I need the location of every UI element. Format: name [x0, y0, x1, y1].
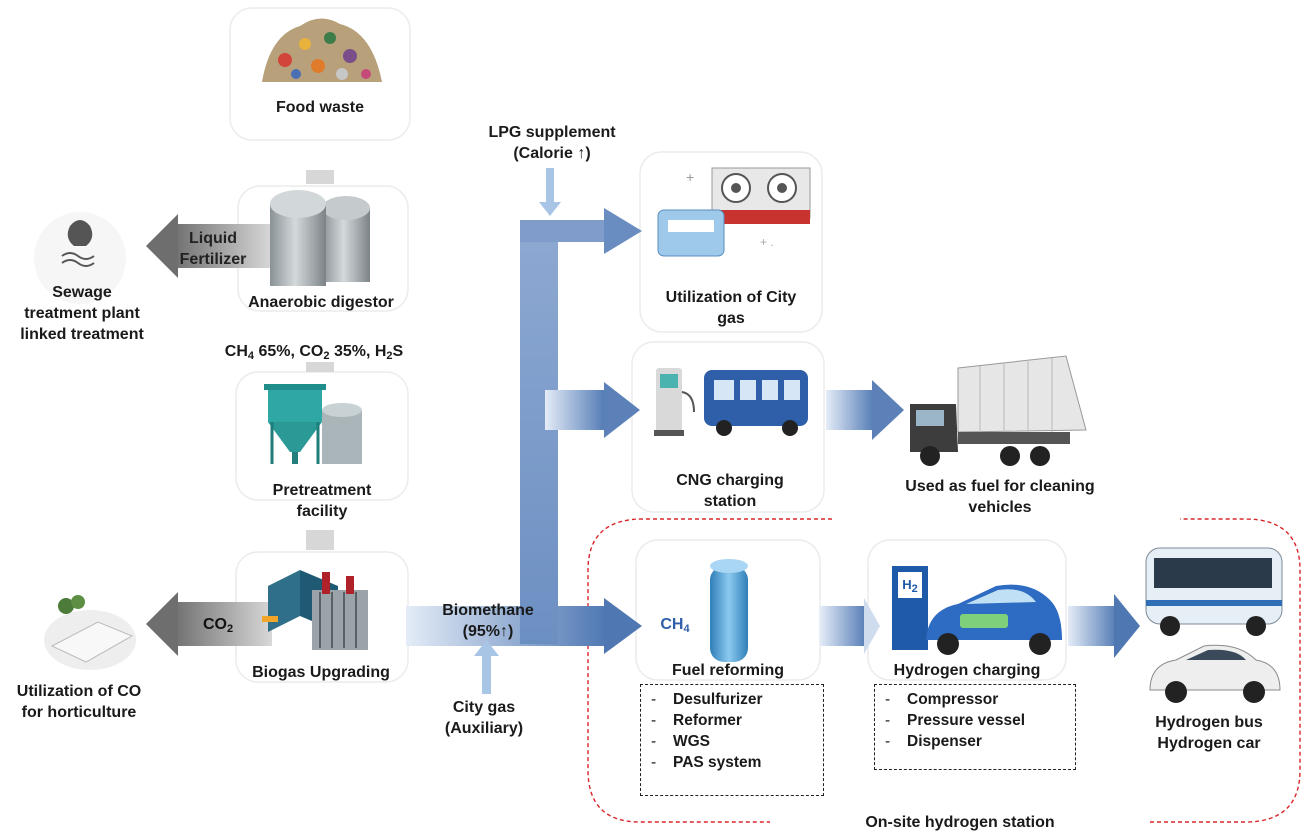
upgrading-unit-icon	[262, 570, 368, 650]
anaerobic-digestor-label: Anaerobic digestor	[248, 294, 394, 311]
pretreatment-line1: Pretreatment	[272, 482, 372, 499]
lpg-line2: (Calorie ↑)	[513, 145, 591, 162]
lpg-line1: LPG supplement	[488, 124, 616, 141]
gas-composition-label: CH4 65%, CO2 35%, H2S	[224, 343, 404, 362]
liquid-fertilizer-arrow	[146, 214, 272, 278]
food-waste-label: Food waste	[275, 99, 364, 116]
hydrogen-charging-components: Compressor Pressure vessel Dispenser	[874, 684, 1076, 770]
pretreatment-label: Pretreatment facility	[236, 480, 408, 522]
biomethane-label: Biomethane (95%↑)	[428, 600, 548, 642]
horticulture-label: Utilization of CO for horticulture	[4, 681, 154, 723]
cng-to-truck-arrow	[826, 380, 904, 440]
city-gas-util-line1: Utilization of City	[665, 289, 797, 306]
reform-to-charging-arrow	[820, 598, 880, 654]
lpg-supplement-label: LPG supplement (Calorie ↑)	[462, 122, 642, 164]
co2-arrow-label: CO2	[202, 616, 234, 635]
cleaning-line2: vehicles	[968, 499, 1032, 516]
biogas-upgrading-label: Biogas Upgrading	[252, 664, 390, 681]
city-gas-aux-line2: (Auxiliary)	[444, 720, 524, 737]
cng-station-label: CNG charging station	[640, 470, 820, 512]
liquid-fertilizer-label: Liquid Fertilizer	[176, 228, 250, 270]
h2-dispenser-icon	[892, 566, 928, 650]
list-item: Compressor	[885, 689, 1075, 710]
hydrogen-vehicles-line1: Hydrogen bus	[1155, 714, 1263, 731]
sewage-line3: linked treatment	[20, 326, 144, 343]
pretreatment-icon	[264, 384, 362, 464]
hydrogen-suv-icon	[1149, 644, 1281, 703]
reformer-vessel-icon	[710, 559, 748, 662]
hydrogen-charging-title: Hydrogen charging	[893, 662, 1041, 679]
list-item: Desulfurizer	[651, 689, 823, 710]
cng-line1: CNG charging	[676, 472, 784, 489]
lpg-arrow	[539, 168, 561, 216]
cleaning-line1: Used as fuel for cleaning	[905, 478, 1095, 495]
liquid-fertilizer-line1: Liquid	[189, 230, 237, 247]
cleaning-truck-icon	[910, 355, 1087, 466]
city-gas-arrow	[474, 640, 499, 694]
biomethane-line2: (95%↑)	[462, 623, 514, 640]
fuel-reforming-components: Desulfurizer Reformer WGS PAS system	[640, 684, 824, 796]
co2-arrow	[146, 592, 272, 656]
reformer-input-label: CH4	[660, 616, 690, 635]
svg-text:+: +	[686, 169, 694, 185]
sewage-plant-icon	[34, 212, 126, 304]
cng-station-icon	[654, 368, 695, 436]
horticulture-line1: Utilization of CO	[16, 683, 142, 700]
city-gas-aux-line1: City gas	[452, 699, 516, 716]
horticulture-line2: for horticulture	[21, 704, 137, 721]
cng-line2: station	[703, 493, 757, 510]
list-item: Dispenser	[885, 731, 1075, 752]
food-waste-icon	[262, 18, 382, 82]
svg-text:+ .: + .	[760, 235, 774, 249]
stage-connectors	[306, 170, 334, 550]
list-item: WGS	[651, 731, 823, 752]
hydrogen-bus-icon	[1145, 547, 1283, 636]
city-gas-utilization-label: Utilization of City gas	[640, 287, 822, 329]
hydrogen-car-charging-icon	[926, 584, 1062, 655]
onsite-station-label: On-site hydrogen station	[810, 812, 1110, 833]
h2-dispenser-label: H2	[902, 577, 918, 595]
city-gas-appliance-icon: + + .	[657, 167, 811, 257]
biomethane-trunk	[406, 208, 642, 654]
digester-tanks-icon	[270, 190, 370, 286]
sewage-line1: Sewage	[52, 284, 112, 301]
reformer-output-label: H2	[769, 616, 787, 635]
list-item: PAS system	[651, 752, 823, 773]
greenhouse-icon	[44, 595, 136, 670]
hydrogen-vehicles-line2: Hydrogen car	[1157, 735, 1261, 752]
city-gas-auxiliary-label: City gas (Auxiliary)	[424, 697, 544, 739]
list-item: Reformer	[651, 710, 823, 731]
charging-to-vehicles-arrow	[1068, 594, 1140, 658]
liquid-fertilizer-line2: Fertilizer	[179, 251, 247, 268]
cleaning-vehicles-label: Used as fuel for cleaning vehicles	[880, 476, 1120, 518]
city-gas-util-line2: gas	[717, 310, 745, 327]
pretreatment-line2: facility	[296, 503, 348, 520]
sewage-treatment-label: Sewage treatment plant linked treatment	[12, 282, 152, 345]
sewage-line2: treatment plant	[24, 305, 140, 322]
biomethane-line1: Biomethane	[442, 602, 534, 619]
hydrogen-vehicles-label: Hydrogen bus Hydrogen car	[1134, 712, 1284, 754]
onsite-boundary	[587, 518, 1301, 823]
fuel-reforming-title: Fuel reforming	[671, 662, 784, 679]
list-item: Pressure vessel	[885, 710, 1075, 731]
cng-bus-icon	[704, 370, 808, 436]
